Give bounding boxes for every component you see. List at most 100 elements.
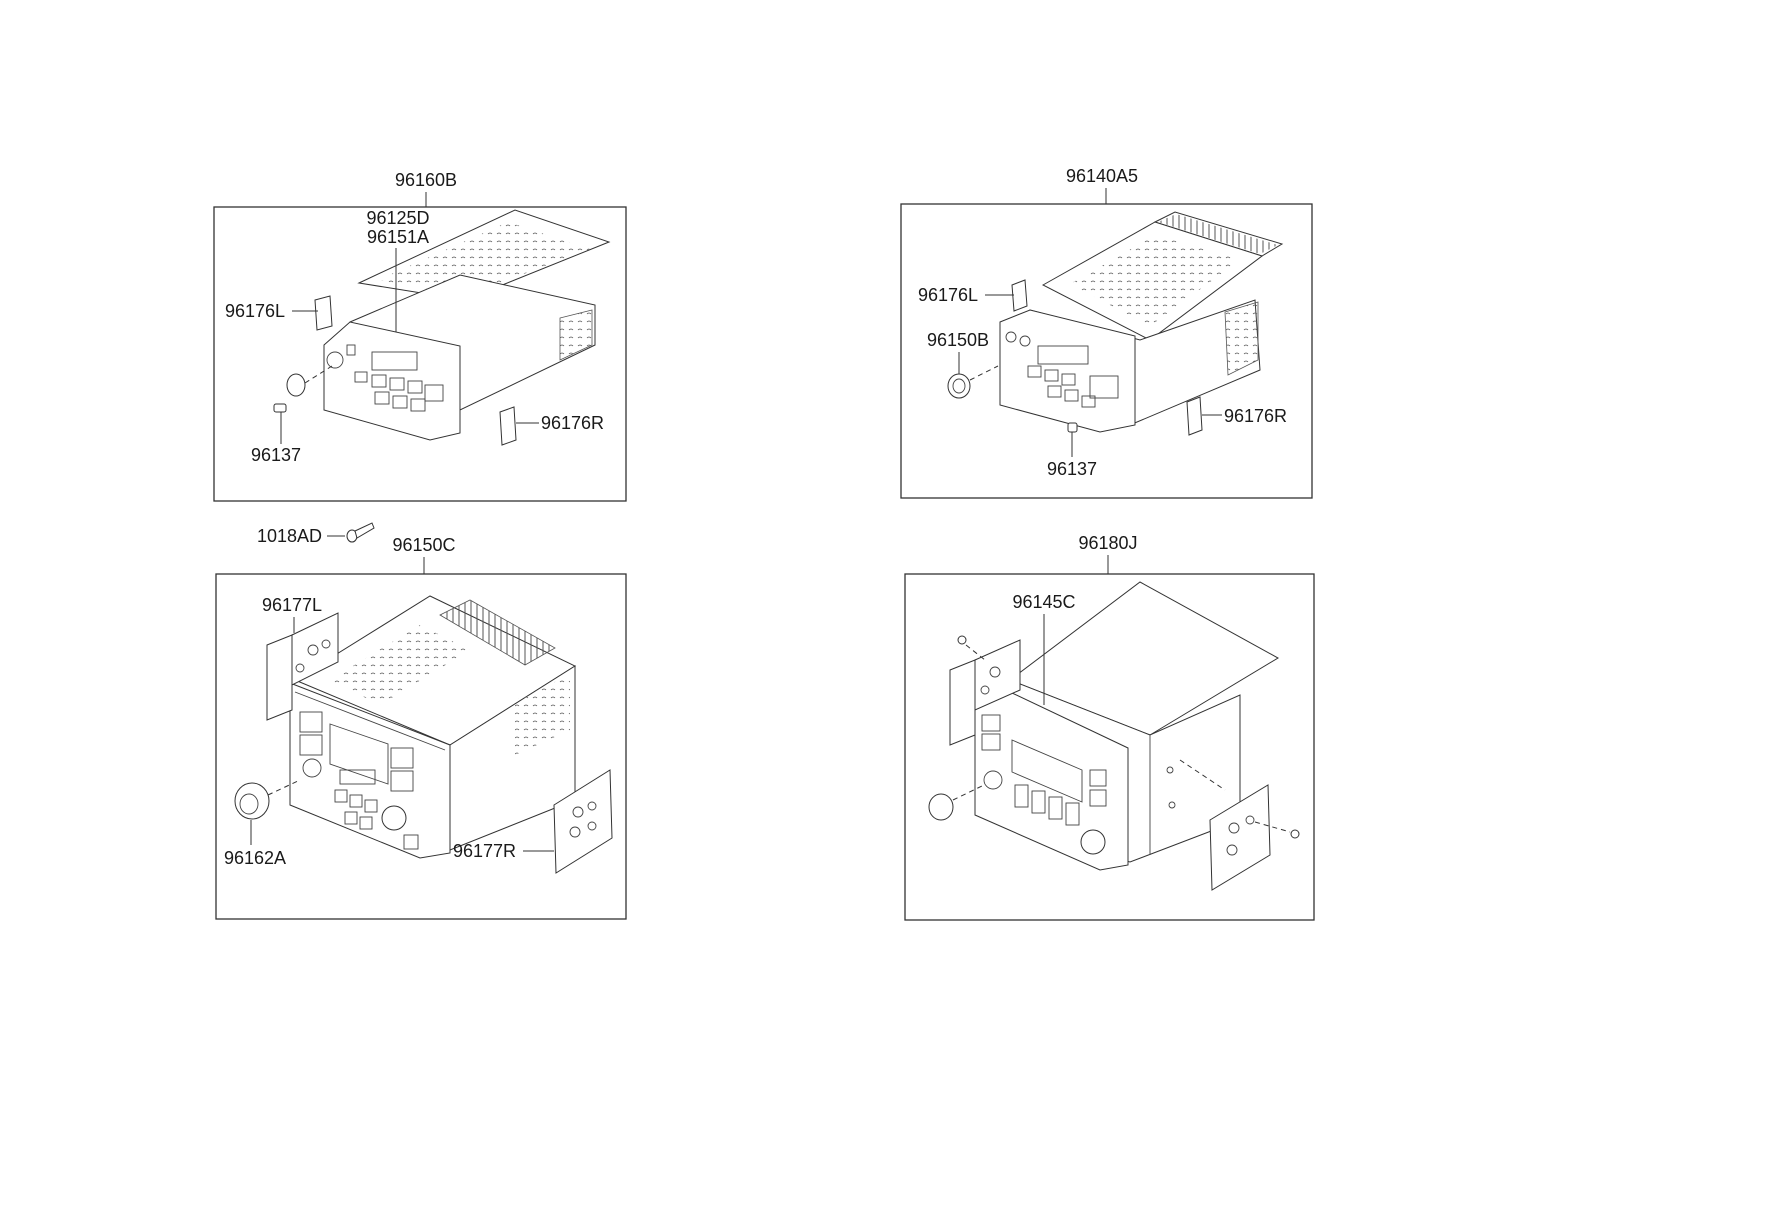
knob-center xyxy=(952,378,966,394)
preset-button xyxy=(1064,389,1079,402)
preset-button xyxy=(1089,789,1107,807)
bracket-hole xyxy=(980,685,990,695)
bracket-plate xyxy=(553,769,613,874)
part-label-96125d: 96125D xyxy=(366,208,429,228)
preset-button xyxy=(371,374,387,388)
parts-diagram: 96160B xyxy=(213,166,1315,921)
preset-button xyxy=(334,789,348,803)
chassis-hole xyxy=(1168,801,1176,809)
preset-button xyxy=(359,816,373,830)
knob-assembly xyxy=(947,365,999,399)
part-label-96145c: 96145C xyxy=(1012,592,1075,612)
part-label-96177l: 96177L xyxy=(262,595,322,615)
part-label-96151a: 96151A xyxy=(367,227,429,247)
preset-button xyxy=(407,380,423,394)
cassette-slot xyxy=(1089,375,1119,399)
cassette-slot xyxy=(339,769,376,785)
cover-vents xyxy=(1070,235,1240,326)
tuning-knob-icon xyxy=(1080,829,1106,855)
bracket-face xyxy=(974,639,1021,711)
preset-button xyxy=(424,384,444,402)
preset-button xyxy=(299,711,323,733)
preset-button xyxy=(1048,796,1063,820)
screw-icon xyxy=(957,635,986,661)
preset-button xyxy=(1027,365,1042,378)
part-label-96176r: 96176R xyxy=(541,413,604,433)
cap-icon xyxy=(273,403,287,413)
tuning-knob-icon xyxy=(381,805,407,831)
part-label-96162a: 96162A xyxy=(224,848,286,868)
knob-icon xyxy=(234,782,270,820)
bracket-right-icon xyxy=(499,406,517,446)
bracket-plate xyxy=(266,634,293,721)
preset-button xyxy=(1031,790,1046,814)
bracket-right-icon xyxy=(1186,396,1203,436)
volume-knob-icon xyxy=(302,758,322,778)
part-label-1018ad: 1018AD xyxy=(257,526,322,546)
panel-96160b: 96160B xyxy=(213,170,627,502)
assembly-label-96180j: 96180J xyxy=(1078,533,1137,553)
screw-icon xyxy=(346,522,375,543)
display-window xyxy=(1037,345,1089,365)
part-label-96150b: 96150B xyxy=(927,330,989,350)
preset-button xyxy=(981,714,1001,732)
display-window xyxy=(1011,739,1083,803)
preset-button xyxy=(390,770,414,792)
preset-button xyxy=(1089,769,1107,787)
panel-frame xyxy=(900,203,1313,499)
chassis-hole xyxy=(1166,766,1174,774)
volume-knob-icon xyxy=(983,770,1003,790)
bracket-hole xyxy=(1245,815,1255,825)
panel-96150c: 1018AD 96150C xyxy=(215,522,627,920)
preset-button xyxy=(1014,784,1029,808)
preset-button xyxy=(410,398,426,412)
bracket-left-icon xyxy=(1011,279,1028,312)
display-window xyxy=(371,351,418,371)
knob-center xyxy=(239,793,259,815)
panel-96180j: 96180J xyxy=(904,533,1315,921)
part-label-96177r: 96177R xyxy=(453,841,516,861)
radio-unit-96180j xyxy=(974,581,1280,871)
assembly-dash-line xyxy=(267,779,301,796)
assembly-label-96150c: 96150C xyxy=(392,535,455,555)
radio-unit-96140a5 xyxy=(999,211,1284,433)
bracket-hole xyxy=(307,644,319,656)
screw-icon xyxy=(1254,821,1300,839)
assembly-label-96140a5: 96140A5 xyxy=(1066,166,1138,186)
panel-96140a5: 96140A5 xyxy=(900,166,1313,499)
preset-button xyxy=(392,395,408,409)
preset-button xyxy=(1044,369,1059,382)
side-vents xyxy=(515,675,570,755)
heatsink-fins xyxy=(1158,214,1278,254)
preset-button xyxy=(981,733,1001,751)
assembly-label-96160b: 96160B xyxy=(395,170,457,190)
part-label-96176l: 96176L xyxy=(918,285,978,305)
preset-button xyxy=(364,799,378,813)
bracket-hole xyxy=(321,639,331,649)
assembly-dash-line xyxy=(969,365,999,381)
assembly-dash-line xyxy=(1179,759,1226,791)
bracket-left xyxy=(949,639,1021,746)
knob-assembly xyxy=(928,785,983,821)
bracket-hole xyxy=(1226,844,1238,856)
preset-button xyxy=(403,834,419,850)
preset-button xyxy=(1047,385,1062,398)
top-fins xyxy=(439,599,556,666)
power-knob-icon xyxy=(326,351,344,369)
preset-button xyxy=(374,391,390,405)
preset-button xyxy=(1081,395,1096,408)
bracket-hole xyxy=(989,666,1001,678)
bracket-hole xyxy=(295,663,305,673)
faceplate xyxy=(323,321,461,441)
bracket-plate xyxy=(949,659,976,746)
preset-button xyxy=(349,794,363,808)
bracket-hole xyxy=(1228,822,1240,834)
preset-button xyxy=(390,747,414,769)
bracket-left-icon xyxy=(314,295,333,331)
button-icon xyxy=(1019,335,1031,347)
part-label-96137: 96137 xyxy=(1047,459,1097,479)
cover-vents xyxy=(378,222,590,296)
side-vents xyxy=(1224,301,1259,376)
panel-frame xyxy=(904,573,1315,921)
preset-button xyxy=(344,811,358,825)
